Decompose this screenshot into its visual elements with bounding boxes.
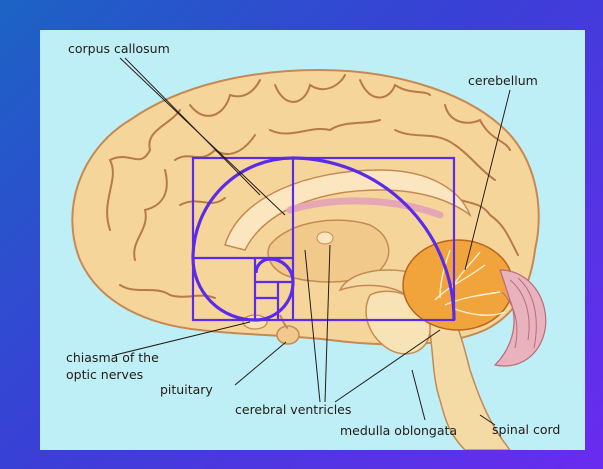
label-cerebral-ventricles: cerebral ventricles [235, 402, 351, 417]
ventricle [317, 232, 333, 244]
label-chiasma-line1: chiasma of the [66, 350, 159, 365]
label-chiasma-line2: optic nerves [66, 367, 143, 382]
label-medulla-oblongata: medulla oblongata [340, 423, 457, 438]
label-spinal-cord: spinal cord [492, 422, 560, 437]
label-corpus-callosum: corpus callosum [68, 41, 170, 56]
brain-diagram: corpus callosum cerebellum chiasma of th… [40, 30, 585, 450]
diagram-panel: corpus callosum cerebellum chiasma of th… [40, 30, 585, 450]
cerebellum [403, 240, 513, 330]
label-pituitary: pituitary [160, 382, 213, 397]
label-cerebellum: cerebellum [468, 73, 538, 88]
